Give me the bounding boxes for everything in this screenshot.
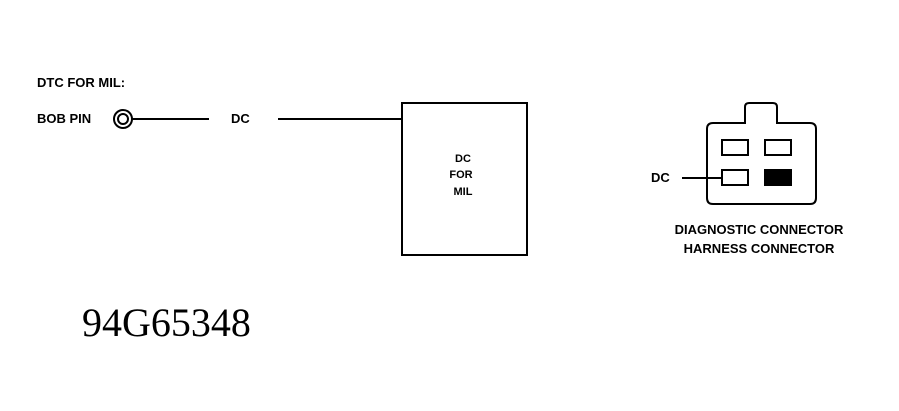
dc-for-mil-box xyxy=(401,102,528,256)
diagnostic-connector-outline xyxy=(706,102,817,205)
connector-cavity-top-right xyxy=(764,139,792,156)
bob-pin-terminal-icon xyxy=(113,109,133,129)
connector-caption-line1: DIAGNOSTIC CONNECTOR xyxy=(675,222,844,237)
box-label-line2: FOR xyxy=(449,169,472,181)
bob-pin-label: BOB PIN xyxy=(37,111,91,126)
connector-cavity-bottom-left xyxy=(721,169,749,186)
connector-cavity-top-left xyxy=(721,139,749,156)
box-label-line1: DC xyxy=(455,153,471,165)
connector-cavity-bottom-right-filled xyxy=(764,169,792,186)
figure-number: 94G65348 xyxy=(82,300,251,345)
dtc-heading: DTC FOR MIL: xyxy=(37,75,125,90)
box-label-line3: MIL xyxy=(454,186,473,198)
dc-wire-label: DC xyxy=(231,111,250,126)
connector-caption-line2: HARNESS CONNECTOR xyxy=(684,241,835,256)
connector-dc-label: DC xyxy=(651,170,670,185)
